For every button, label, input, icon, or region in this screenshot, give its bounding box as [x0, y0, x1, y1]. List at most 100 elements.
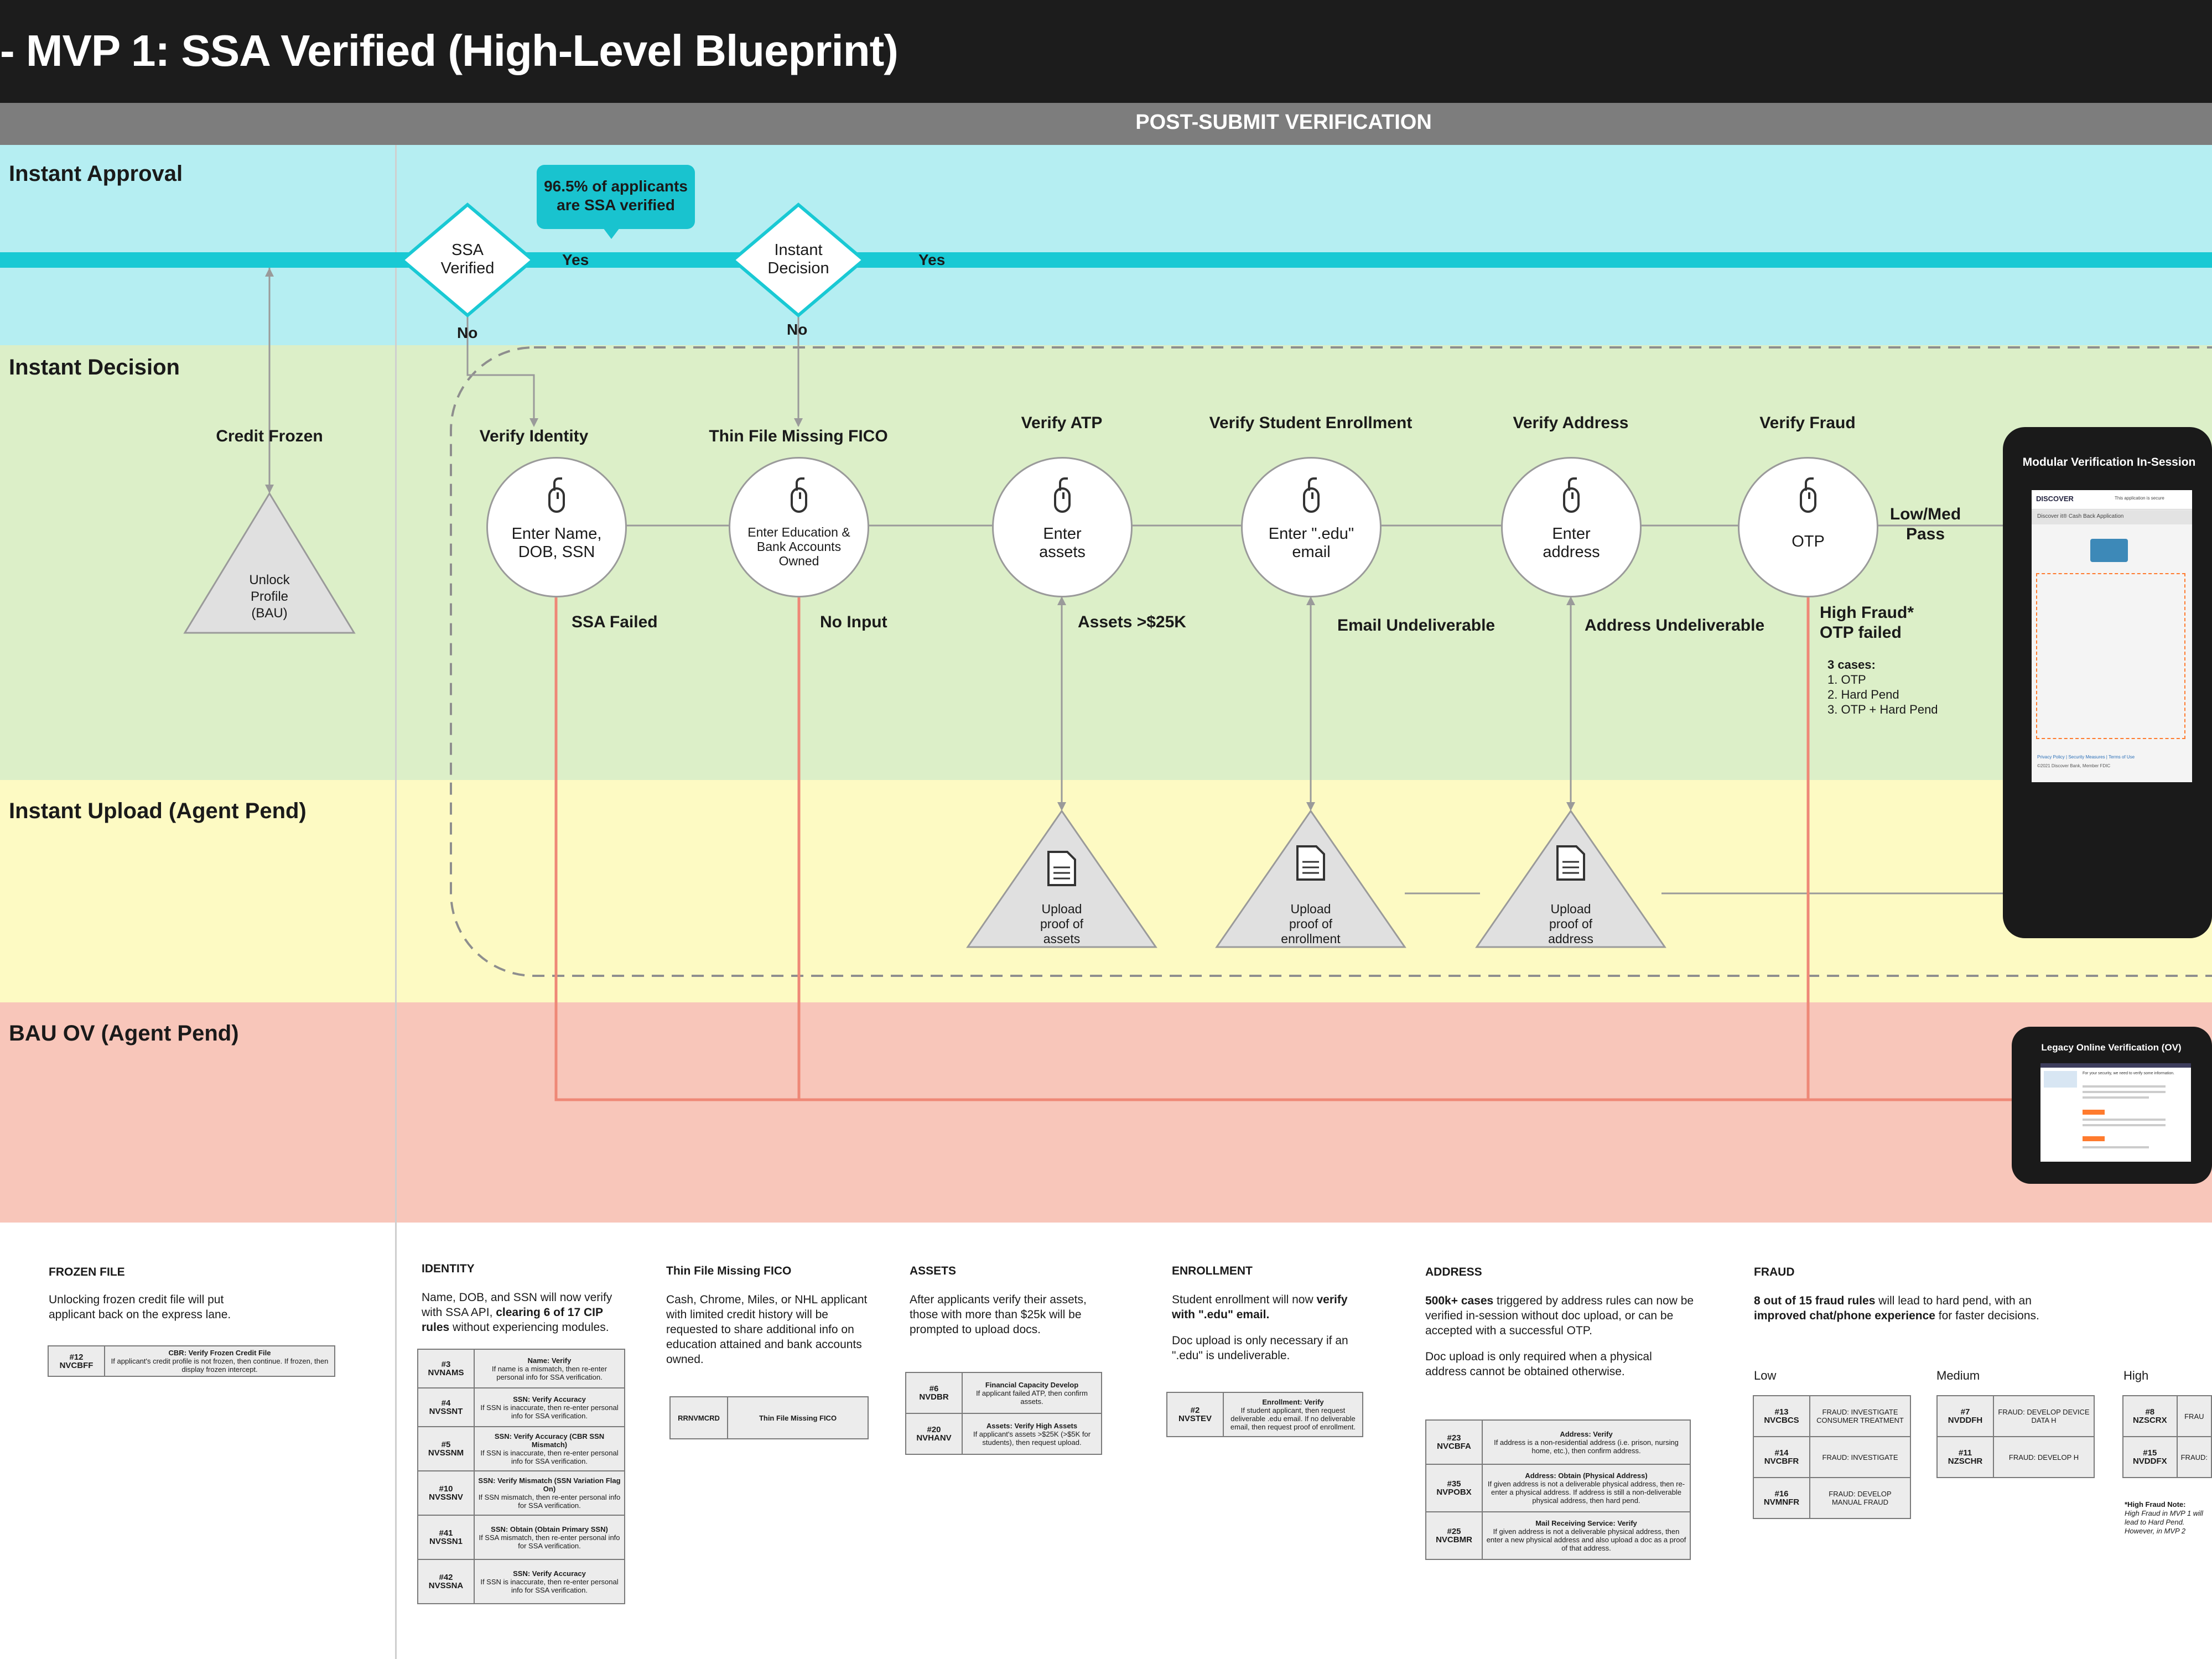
express-lane-line — [0, 252, 2212, 268]
ssa-no-arrow — [466, 314, 535, 425]
mouse-icon — [1563, 477, 1580, 513]
lane-bau-ov — [0, 1002, 2212, 1223]
footer-links[interactable]: Privacy Policy | Security Measures | Ter… — [2037, 755, 2135, 760]
step-node-text: Enter ".edu"email — [1268, 525, 1354, 561]
step-node-text: OTP — [1792, 533, 1825, 550]
title-bar — [0, 0, 2212, 103]
fraud-level-high: High — [2123, 1369, 2149, 1382]
instant-decision-diamond — [730, 202, 866, 318]
application-title: Discover it® Cash Back Application — [2037, 513, 2124, 519]
note-head-enrollment: ENROLLMENT — [1172, 1265, 1253, 1277]
ssa-verified-diamond — [399, 202, 536, 318]
discover-logo: DISCOVER — [2036, 495, 2074, 503]
note-body-thin-file: Cash, Chrome, Miles, or NHL applicant wi… — [666, 1293, 868, 1366]
phase-bar — [0, 103, 2212, 145]
note-head-fraud: FRAUD — [1754, 1266, 1795, 1278]
phase-divider — [395, 145, 397, 1659]
step-title-enrollment: Verify Student Enrollment — [1209, 414, 1413, 432]
note-body-address: 500k+ cases triggered by address rules c… — [1425, 1294, 1694, 1378]
modular-region-outline — [450, 346, 2212, 977]
step-node-identity[interactable]: Enter Name,DOB, SSN — [486, 457, 627, 597]
legacy-ov-device: Legacy Online Verification (OV) For your… — [2012, 1027, 2212, 1184]
note-body-identity: Name, DOB, and SSN will now verify with … — [422, 1291, 612, 1334]
step-node-fraud[interactable]: OTP — [1738, 457, 1878, 597]
page-title: - MVP 1: SSA Verified (High-Level Bluepr… — [0, 26, 899, 75]
step-title-fraud: Verify Fraud — [1759, 414, 1856, 432]
exception-no-input: No Input — [820, 613, 887, 631]
lane-title-decision: Instant Decision — [9, 355, 180, 379]
legacy-continue-button[interactable] — [2083, 1110, 2105, 1115]
exception-address: Address Undeliverable — [1585, 616, 1765, 635]
step-title-address: Verify Address — [1513, 414, 1629, 432]
modular-header — [2032, 490, 2192, 509]
ssa-yes-label: Yes — [562, 251, 589, 268]
copyright: ©2021 Discover Bank, Member FDIC — [2037, 763, 2111, 768]
module-placeholder — [2036, 573, 2185, 739]
modular-verification-phone: Modular Verification In-Session DISCOVER… — [2003, 427, 2212, 938]
lane-title-bau: BAU OV (Agent Pend) — [9, 1021, 239, 1046]
step-node-enrollment[interactable]: Enter ".edu"email — [1241, 457, 1382, 597]
note-head-frozen: FROZEN FILE — [49, 1266, 125, 1278]
step-node-text: Enter Name,DOB, SSN — [511, 525, 602, 561]
step-title-identity: Verify Identity — [479, 427, 589, 445]
mouse-icon — [1303, 477, 1320, 513]
note-body-fraud: 8 out of 15 fraud rules will lead to har… — [1754, 1294, 2039, 1322]
document-icon — [1296, 845, 1325, 881]
legacy-message: For your security, we need to verify som… — [2083, 1072, 2174, 1075]
step-title-atp: Verify ATP — [1021, 414, 1103, 432]
ssa-no-label: No — [457, 324, 478, 341]
legacy-title: Legacy Online Verification (OV) — [2041, 1042, 2182, 1053]
note-head-assets: ASSETS — [910, 1265, 957, 1277]
fraud-level-low: Low — [1754, 1369, 1777, 1382]
step-title-thin-file: Thin File Missing FICO — [709, 427, 888, 445]
mouse-icon — [548, 477, 565, 513]
mouse-icon — [1054, 477, 1071, 513]
note-body-frozen: Unlocking frozen credit file will put ap… — [49, 1293, 231, 1321]
exception-fraud: High Fraud*OTP failed — [1820, 604, 1914, 642]
fraud-footnote: *High Fraud Note: High Fraud in MVP 1 wi… — [2125, 1500, 2203, 1535]
unlock-profile-triangle — [183, 492, 356, 634]
modular-title: Modular Verification In-Session — [2022, 456, 2196, 469]
fraud-cases: 3 cases: 1. OTP 2. Hard Pend 3. OTP + Ha… — [1827, 658, 1938, 716]
secure-text: This application is secure — [2115, 496, 2164, 501]
mouse-icon — [791, 477, 807, 513]
note-body-enrollment: Student enrollment will now verify with … — [1172, 1293, 1348, 1362]
lane-title-approval: Instant Approval — [9, 162, 183, 186]
exception-email: Email Undeliverable — [1337, 616, 1496, 635]
lane-instant-approval — [0, 145, 2212, 345]
credit-frozen-label: Credit Frozen — [216, 427, 323, 445]
card-image — [2090, 539, 2128, 562]
